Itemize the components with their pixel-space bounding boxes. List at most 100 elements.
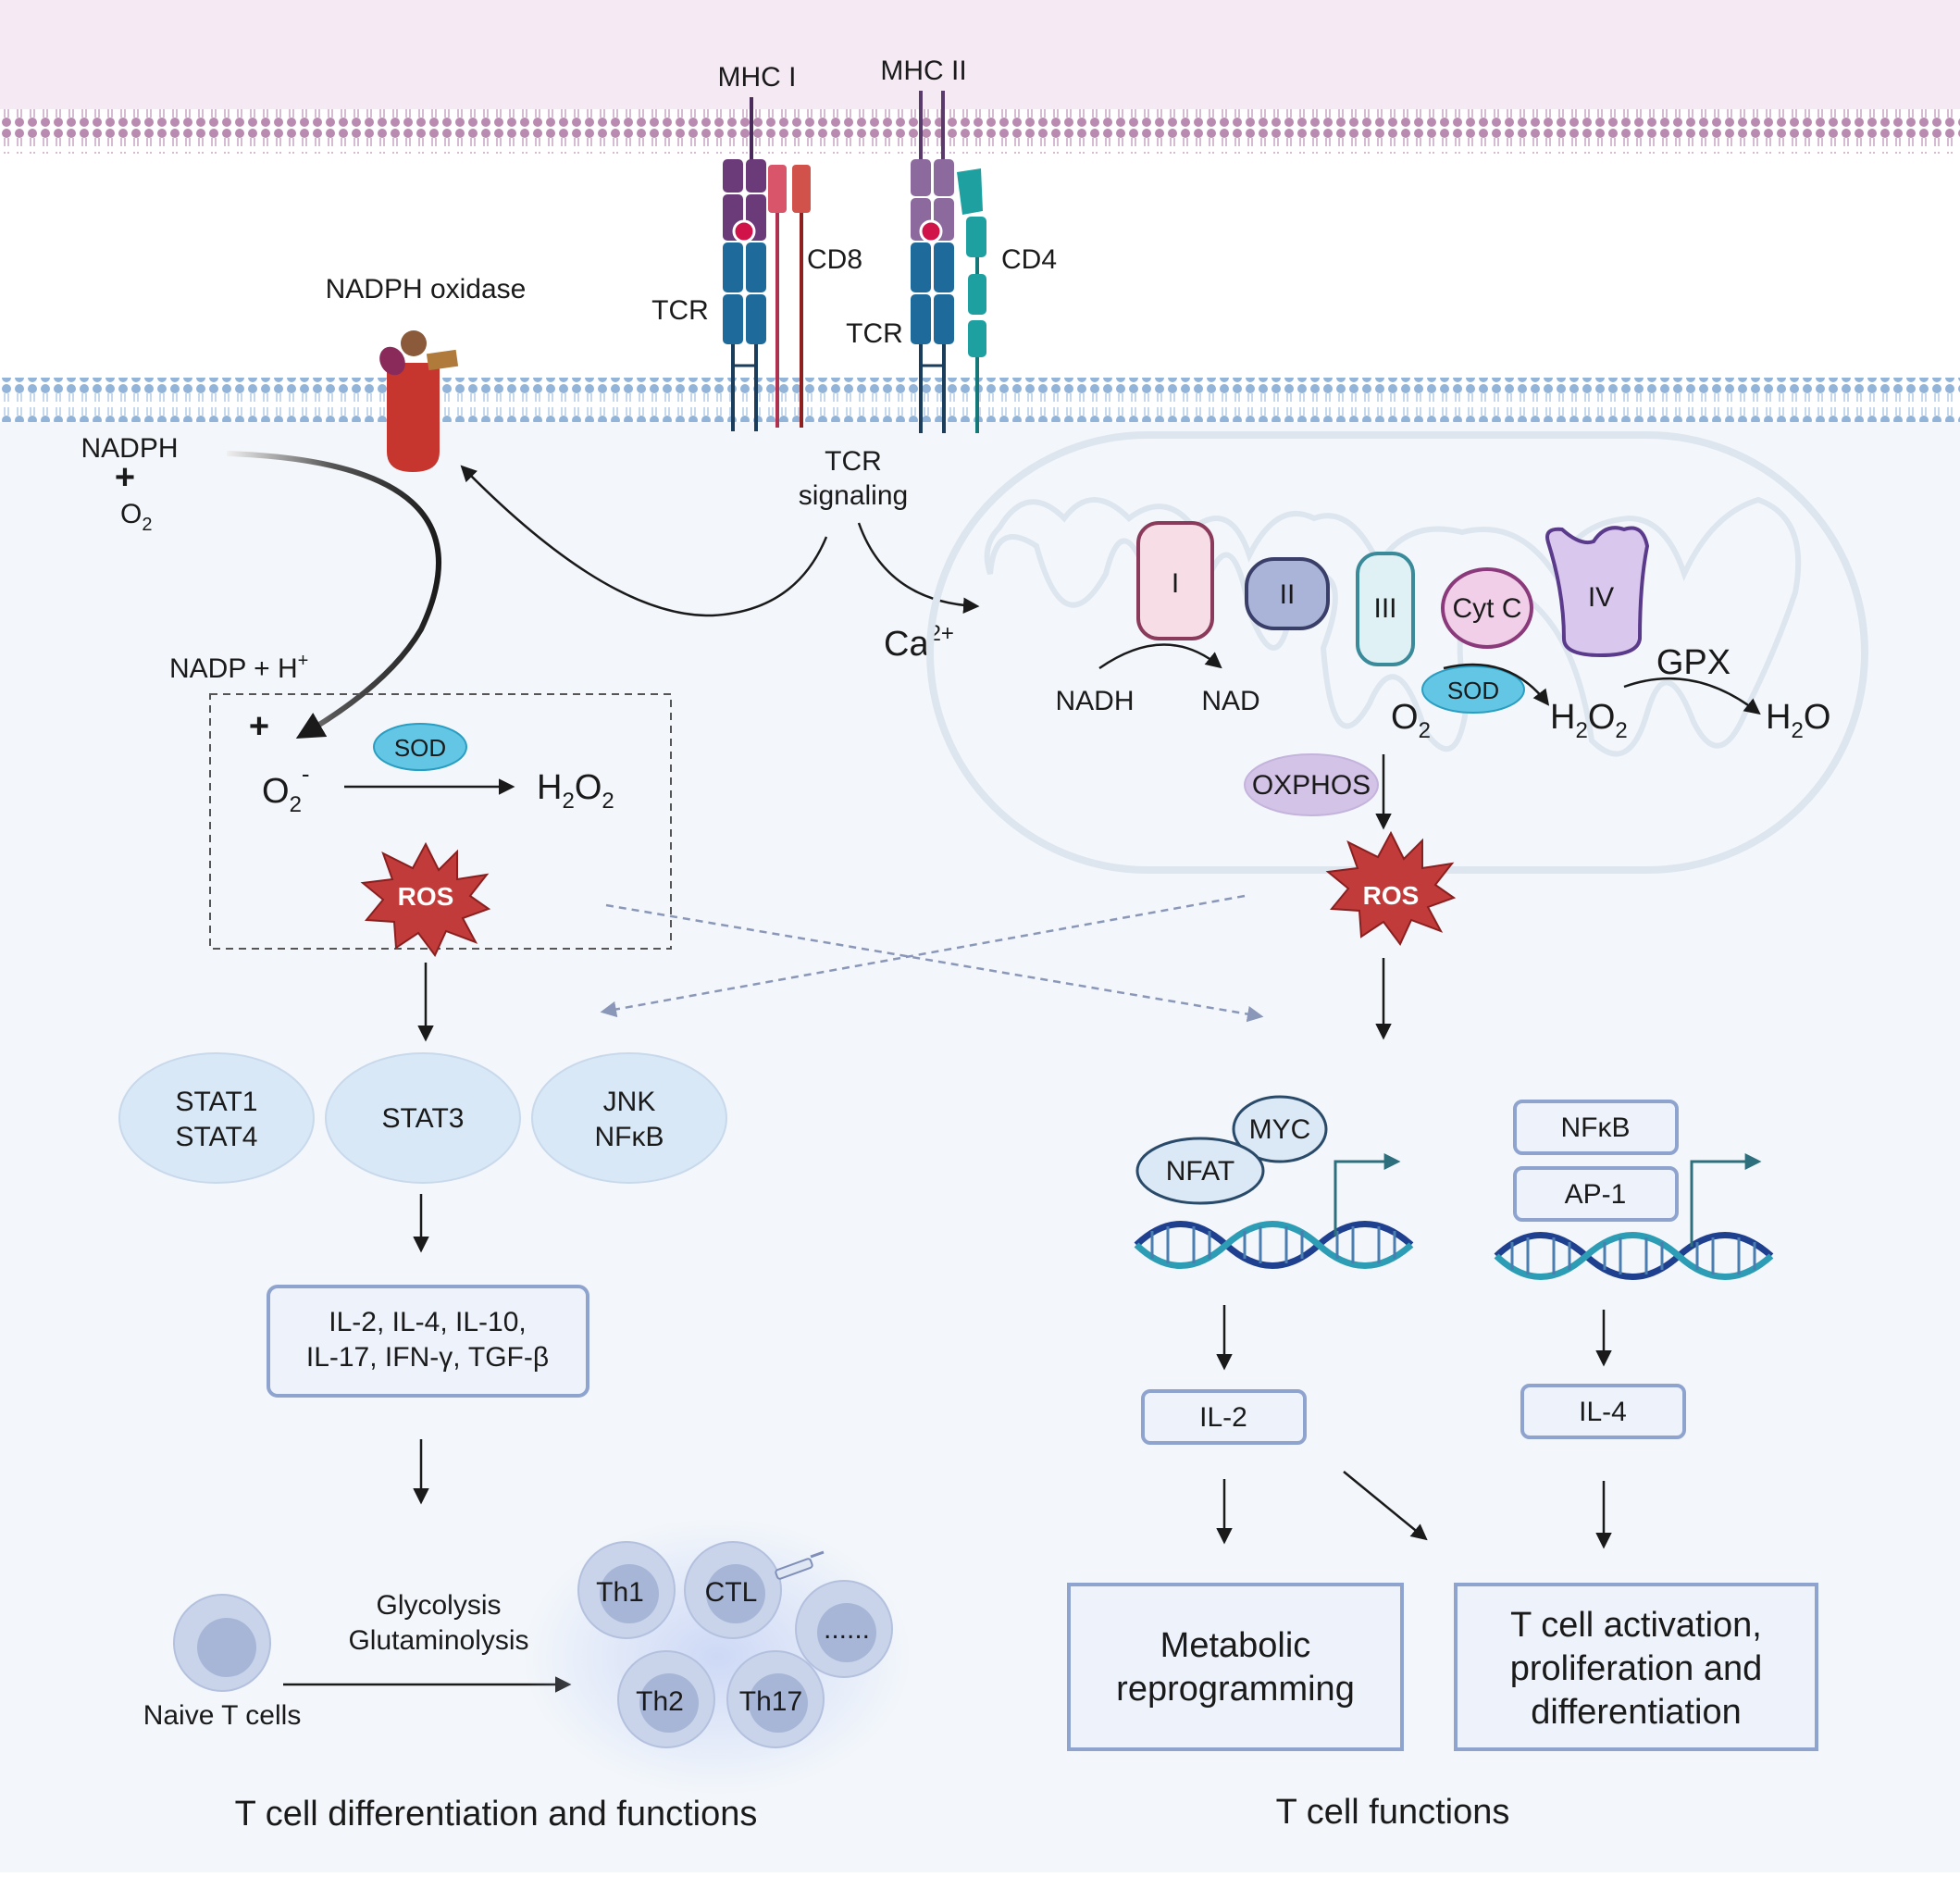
complex-3-label: III [1373,593,1396,624]
nfat-oval [1135,1137,1265,1205]
gpx-label: GPX [1656,643,1731,682]
nadh-label: NADH [1055,686,1134,716]
tcr-signaling-label-2: signaling [799,480,908,511]
ap1-box [1513,1166,1679,1222]
mhc2-complex [911,91,986,433]
transcription-start-left [1334,1153,1401,1236]
th17-nucleus [749,1673,808,1733]
nadh-to-nad-arrow [1098,643,1222,670]
plus-sign-2: + [249,707,269,746]
th1-label: Th1 [596,1577,644,1608]
naive-t-cell-nucleus [197,1618,256,1677]
ros-right-label: ROS [1363,881,1420,910]
stat3-label: STAT3 [382,1103,465,1134]
apc-background [0,0,1960,109]
sod-mito-label: SOD [1447,677,1499,704]
cytochrome-c-label: Cyt C [1453,593,1522,624]
cytochrome-c [1441,567,1533,649]
o2-mito: O2 [1391,698,1431,743]
arrow-to-nox [460,465,828,617]
dashed-arrow-to-right [605,903,1264,1023]
metabolic-line-2: reprogramming [1116,1670,1355,1709]
other-cell-label: ...... [824,1614,870,1645]
stat3-oval [325,1052,521,1184]
nfkb-left-label: NFκB [595,1122,664,1152]
activation-box [1454,1583,1818,1751]
mhc1-label: MHC I [718,62,797,93]
nadph-oxidase-label: NADPH oxidase [326,274,527,305]
oxphos [1244,753,1379,816]
nfat-label: NFAT [1166,1156,1234,1187]
ros-burst-left [360,841,491,957]
il4-box [1520,1384,1686,1439]
t-cell-membrane [0,378,1960,422]
myc-label: MYC [1249,1114,1311,1145]
complex-2 [1245,557,1330,630]
complex-4 [1545,526,1650,658]
left-section-title: T cell differentiation and functions [235,1795,758,1833]
complex-3 [1356,552,1415,666]
ap1-label: AP-1 [1565,1179,1627,1210]
plus-sign: + [115,458,135,497]
mhc1-complex [723,97,811,431]
cytokines-line-2: IL-17, IFN-γ, TGF-β [306,1342,549,1373]
th2-label: Th2 [636,1686,684,1717]
jnk-nfkb-oval [531,1052,727,1184]
nfkb-box [1513,1100,1679,1155]
dashed-arrow-to-left [600,894,1246,1018]
dna-helix-right [1494,1232,1774,1280]
complex-1-label: I [1172,568,1179,599]
il4-label: IL-4 [1579,1397,1627,1427]
complex-2-label: II [1280,579,1296,610]
naive-label: Naive T cells [143,1700,302,1731]
activation-line-3: differentiation [1531,1693,1741,1732]
cd8-label: CD8 [807,244,862,275]
il2-box [1141,1389,1307,1445]
nfkb-right-label: NFκB [1561,1113,1631,1143]
cd4-label: CD4 [1001,244,1057,275]
th2-nucleus [639,1673,699,1733]
jnk-label: JNK [603,1087,656,1117]
ros-burst-right [1325,830,1457,946]
tcr-right-label: TCR [846,318,903,349]
h2o2-mito: H2O2 [1550,698,1628,743]
ca-label: Ca2+ [884,621,954,664]
o2-to-h2o2-arrow [1443,663,1550,706]
sod-left-label: SOD [394,734,446,762]
stat1-label: STAT1 [176,1087,258,1117]
ctl-label: CTL [705,1577,758,1608]
dna-helix-left [1134,1221,1414,1269]
other-nucleus [817,1603,876,1662]
il2-label: IL-2 [1199,1402,1247,1433]
superoxide-left: O2- [262,760,310,817]
apc-membrane [0,109,1960,154]
o2-text: O2 [120,499,152,535]
complex-4-label: IV [1588,582,1614,613]
th1-nucleus [600,1564,659,1623]
tcr-signaling-label-1: TCR [825,446,882,477]
glycolysis-label: Glycolysis [376,1590,501,1621]
mhc2-label: MHC II [880,56,966,86]
stat1-stat4-oval [118,1052,315,1184]
sod-mito [1421,665,1525,714]
activation-line-1: T cell activation, [1510,1606,1762,1645]
metabolic-box [1067,1583,1404,1751]
activation-line-2: proliferation and [1510,1649,1763,1688]
complex-1 [1136,521,1214,640]
ctl-syringe-icon [775,1550,825,1580]
h2o2-to-h2o-arrow [1623,677,1761,715]
cytokines-line-1: IL-2, IL-4, IL-10, [329,1307,526,1337]
nadph-oxidase [379,330,459,472]
metabolic-line-1: Metabolic [1160,1626,1311,1665]
nadph-text: NADPH [81,433,178,464]
glutaminolysis-label: Glutaminolysis [348,1625,528,1656]
transcription-start-right [1690,1153,1762,1247]
il2-to-activation-arrow [1343,1471,1428,1541]
nadp-text: NADP + H+ [169,651,308,684]
cytokines-box [267,1285,589,1398]
ctl-nucleus [706,1564,765,1623]
sod-left [373,723,467,771]
nad-label: NAD [1201,686,1259,716]
ros-left-label: ROS [398,882,454,911]
